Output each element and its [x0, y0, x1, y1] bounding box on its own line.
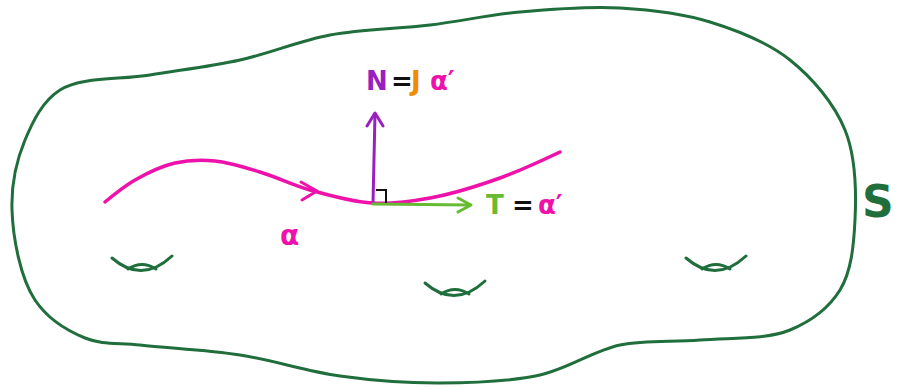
curve-arrowhead [301, 182, 317, 200]
handle-arc [702, 265, 730, 270]
handle-symbol [112, 256, 172, 271]
curve-name: α [280, 222, 299, 250]
tangent-vector [373, 204, 470, 205]
curve-derivative: α′ [430, 68, 455, 94]
normal-vector [373, 114, 375, 203]
handle-arc [112, 256, 172, 271]
normal-arrowhead [367, 113, 383, 126]
equals-sign: = [391, 68, 413, 94]
operator-name: J [411, 68, 421, 94]
tangent-arrowhead [458, 198, 471, 212]
handle-arc [425, 281, 485, 296]
surface-outline [12, 7, 856, 383]
surface-handles [112, 256, 746, 296]
handle-symbol [686, 256, 746, 271]
vector-name: T [486, 192, 504, 218]
right-angle-mark [376, 190, 386, 203]
handle-arc [441, 290, 469, 295]
equals-sign: = [512, 192, 534, 218]
vector-name: N [366, 68, 388, 94]
handle-arc [686, 256, 746, 271]
curve-derivative: α′ [538, 192, 563, 218]
handle-arc [128, 265, 156, 270]
handle-symbol [425, 281, 485, 296]
surface-name: S [862, 180, 894, 224]
